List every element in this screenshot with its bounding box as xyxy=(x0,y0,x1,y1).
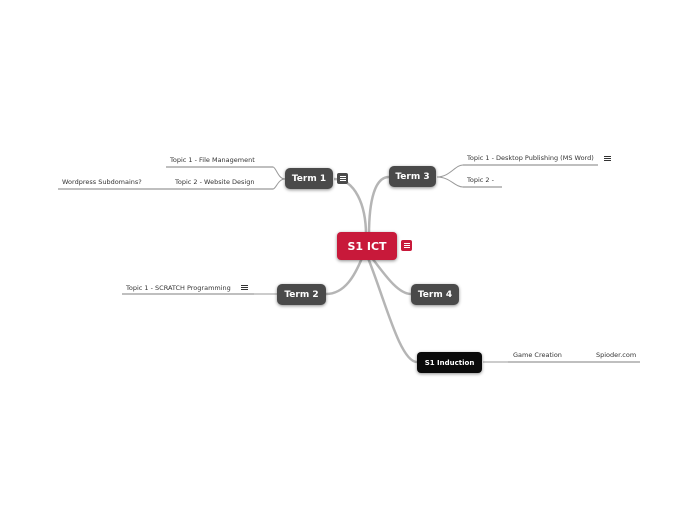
central-node[interactable]: S1 ICT xyxy=(337,232,397,260)
term3-node[interactable]: Term 3 xyxy=(389,166,436,187)
notes-icon[interactable] xyxy=(337,173,348,184)
notes-icon[interactable] xyxy=(602,153,613,164)
notes-icon[interactable] xyxy=(239,282,250,293)
term3-label: Term 3 xyxy=(395,171,430,182)
term1-label: Term 1 xyxy=(291,173,327,184)
central-node-label: S1 ICT xyxy=(347,239,387,253)
branch-induction xyxy=(366,257,418,364)
term3-topic1[interactable]: Topic 1 - Desktop Publishing (MS Word) xyxy=(467,154,594,162)
link-term3-topic1 xyxy=(436,164,464,178)
term1-subtopic-wordpress[interactable]: Wordpress Subdomains? xyxy=(62,178,142,186)
branch-term3 xyxy=(367,175,390,236)
term1-topic2[interactable]: Topic 2 - Website Design xyxy=(175,178,255,186)
induction-node[interactable]: S1 Induction xyxy=(417,352,482,373)
link-term1-topic2 xyxy=(272,178,286,190)
branch-term1 xyxy=(333,177,368,236)
term2-label: Term 2 xyxy=(284,289,319,300)
induction-subtopic-spioder[interactable]: Spioder.com xyxy=(596,351,637,359)
term3-topic2[interactable]: Topic 2 - xyxy=(467,176,494,184)
term4-label: Term 4 xyxy=(417,289,453,300)
term4-node[interactable]: Term 4 xyxy=(411,284,459,305)
term2-node[interactable]: Term 2 xyxy=(277,284,326,305)
link-term1-topic1 xyxy=(272,166,286,180)
branch-term4 xyxy=(371,257,412,296)
term1-topic1[interactable]: Topic 1 - File Management xyxy=(170,156,255,164)
induction-topic-game-creation[interactable]: Game Creation xyxy=(513,351,562,359)
induction-label: S1 Induction xyxy=(424,358,475,367)
branch-term2 xyxy=(325,257,364,296)
term1-node[interactable]: Term 1 xyxy=(285,168,333,189)
notes-icon[interactable] xyxy=(401,240,412,251)
term2-topic1[interactable]: Topic 1 - SCRATCH Programming xyxy=(126,284,231,292)
link-term3-topic2 xyxy=(436,176,464,188)
